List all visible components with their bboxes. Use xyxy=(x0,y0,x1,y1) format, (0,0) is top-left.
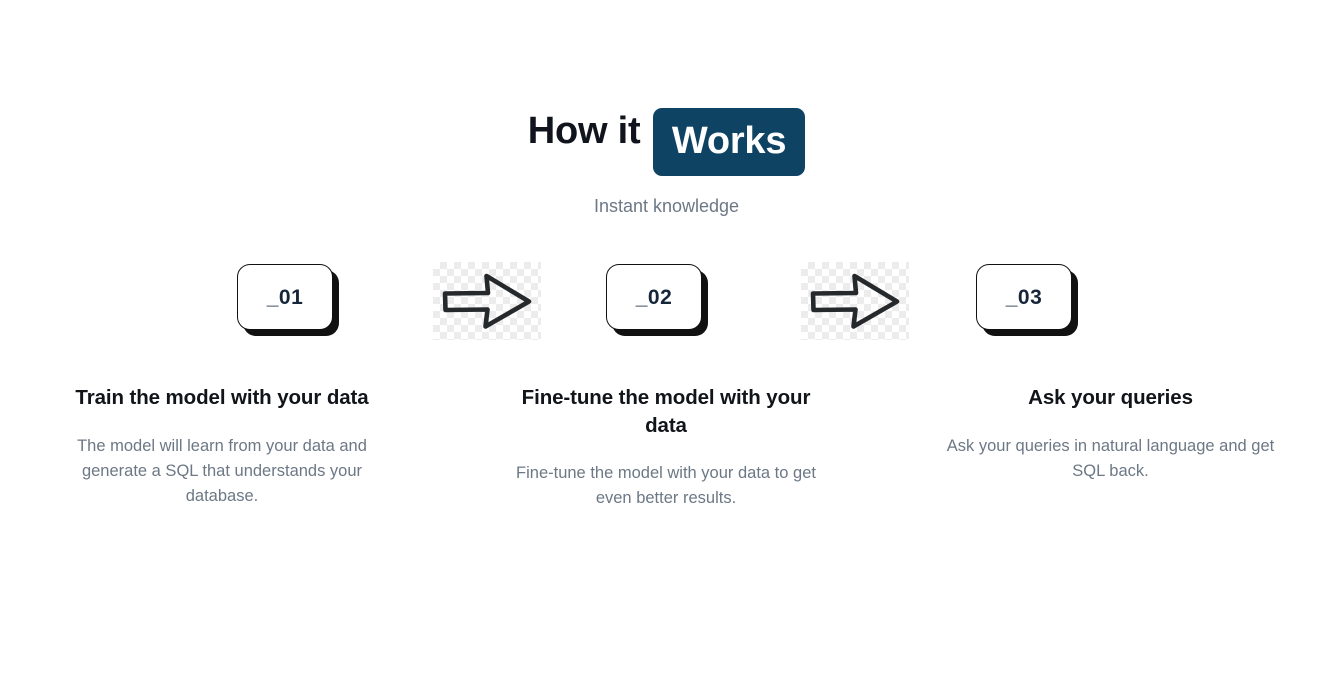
right-arrow-icon xyxy=(441,270,533,332)
step-card-03[interactable]: _03 xyxy=(976,264,1072,330)
step-connector-arrow-1 xyxy=(433,262,541,340)
step-card-02[interactable]: _02 xyxy=(606,264,702,330)
step-card-01[interactable]: _01 xyxy=(237,264,333,330)
steps-row: _01 _02 _03 xyxy=(0,262,1333,352)
step-number-label: _01 xyxy=(266,285,304,309)
step-connector-arrow-2 xyxy=(801,262,909,340)
step-description-01: Train the model with your data The model… xyxy=(0,384,444,511)
page-title-plain: How it xyxy=(527,110,651,152)
step-description-02: Fine-tune the model with your data Fine-… xyxy=(444,384,888,511)
step-title: Ask your queries xyxy=(1028,386,1193,409)
page-subtitle: Instant knowledge xyxy=(593,196,740,216)
step-body: Ask your queries in natural language and… xyxy=(946,437,1275,481)
section-header: How it Works Instant knowledge xyxy=(0,0,1333,218)
step-number-label: _03 xyxy=(1005,285,1043,309)
right-arrow-icon xyxy=(809,270,901,332)
step-title: Train the model with your data xyxy=(75,386,369,409)
step-description-03: Ask your queries Ask your queries in nat… xyxy=(888,384,1333,511)
page-title: How it Works xyxy=(0,0,1333,176)
step-body: The model will learn from your data and … xyxy=(77,437,367,506)
step-number-label: _02 xyxy=(635,285,673,309)
step-title: Fine-tune the model with your data xyxy=(521,386,811,438)
page-title-highlight-badge: Works xyxy=(652,108,806,176)
step-body: Fine-tune the model with your data to ge… xyxy=(516,463,816,507)
steps-description-row: Train the model with your data The model… xyxy=(0,384,1333,511)
